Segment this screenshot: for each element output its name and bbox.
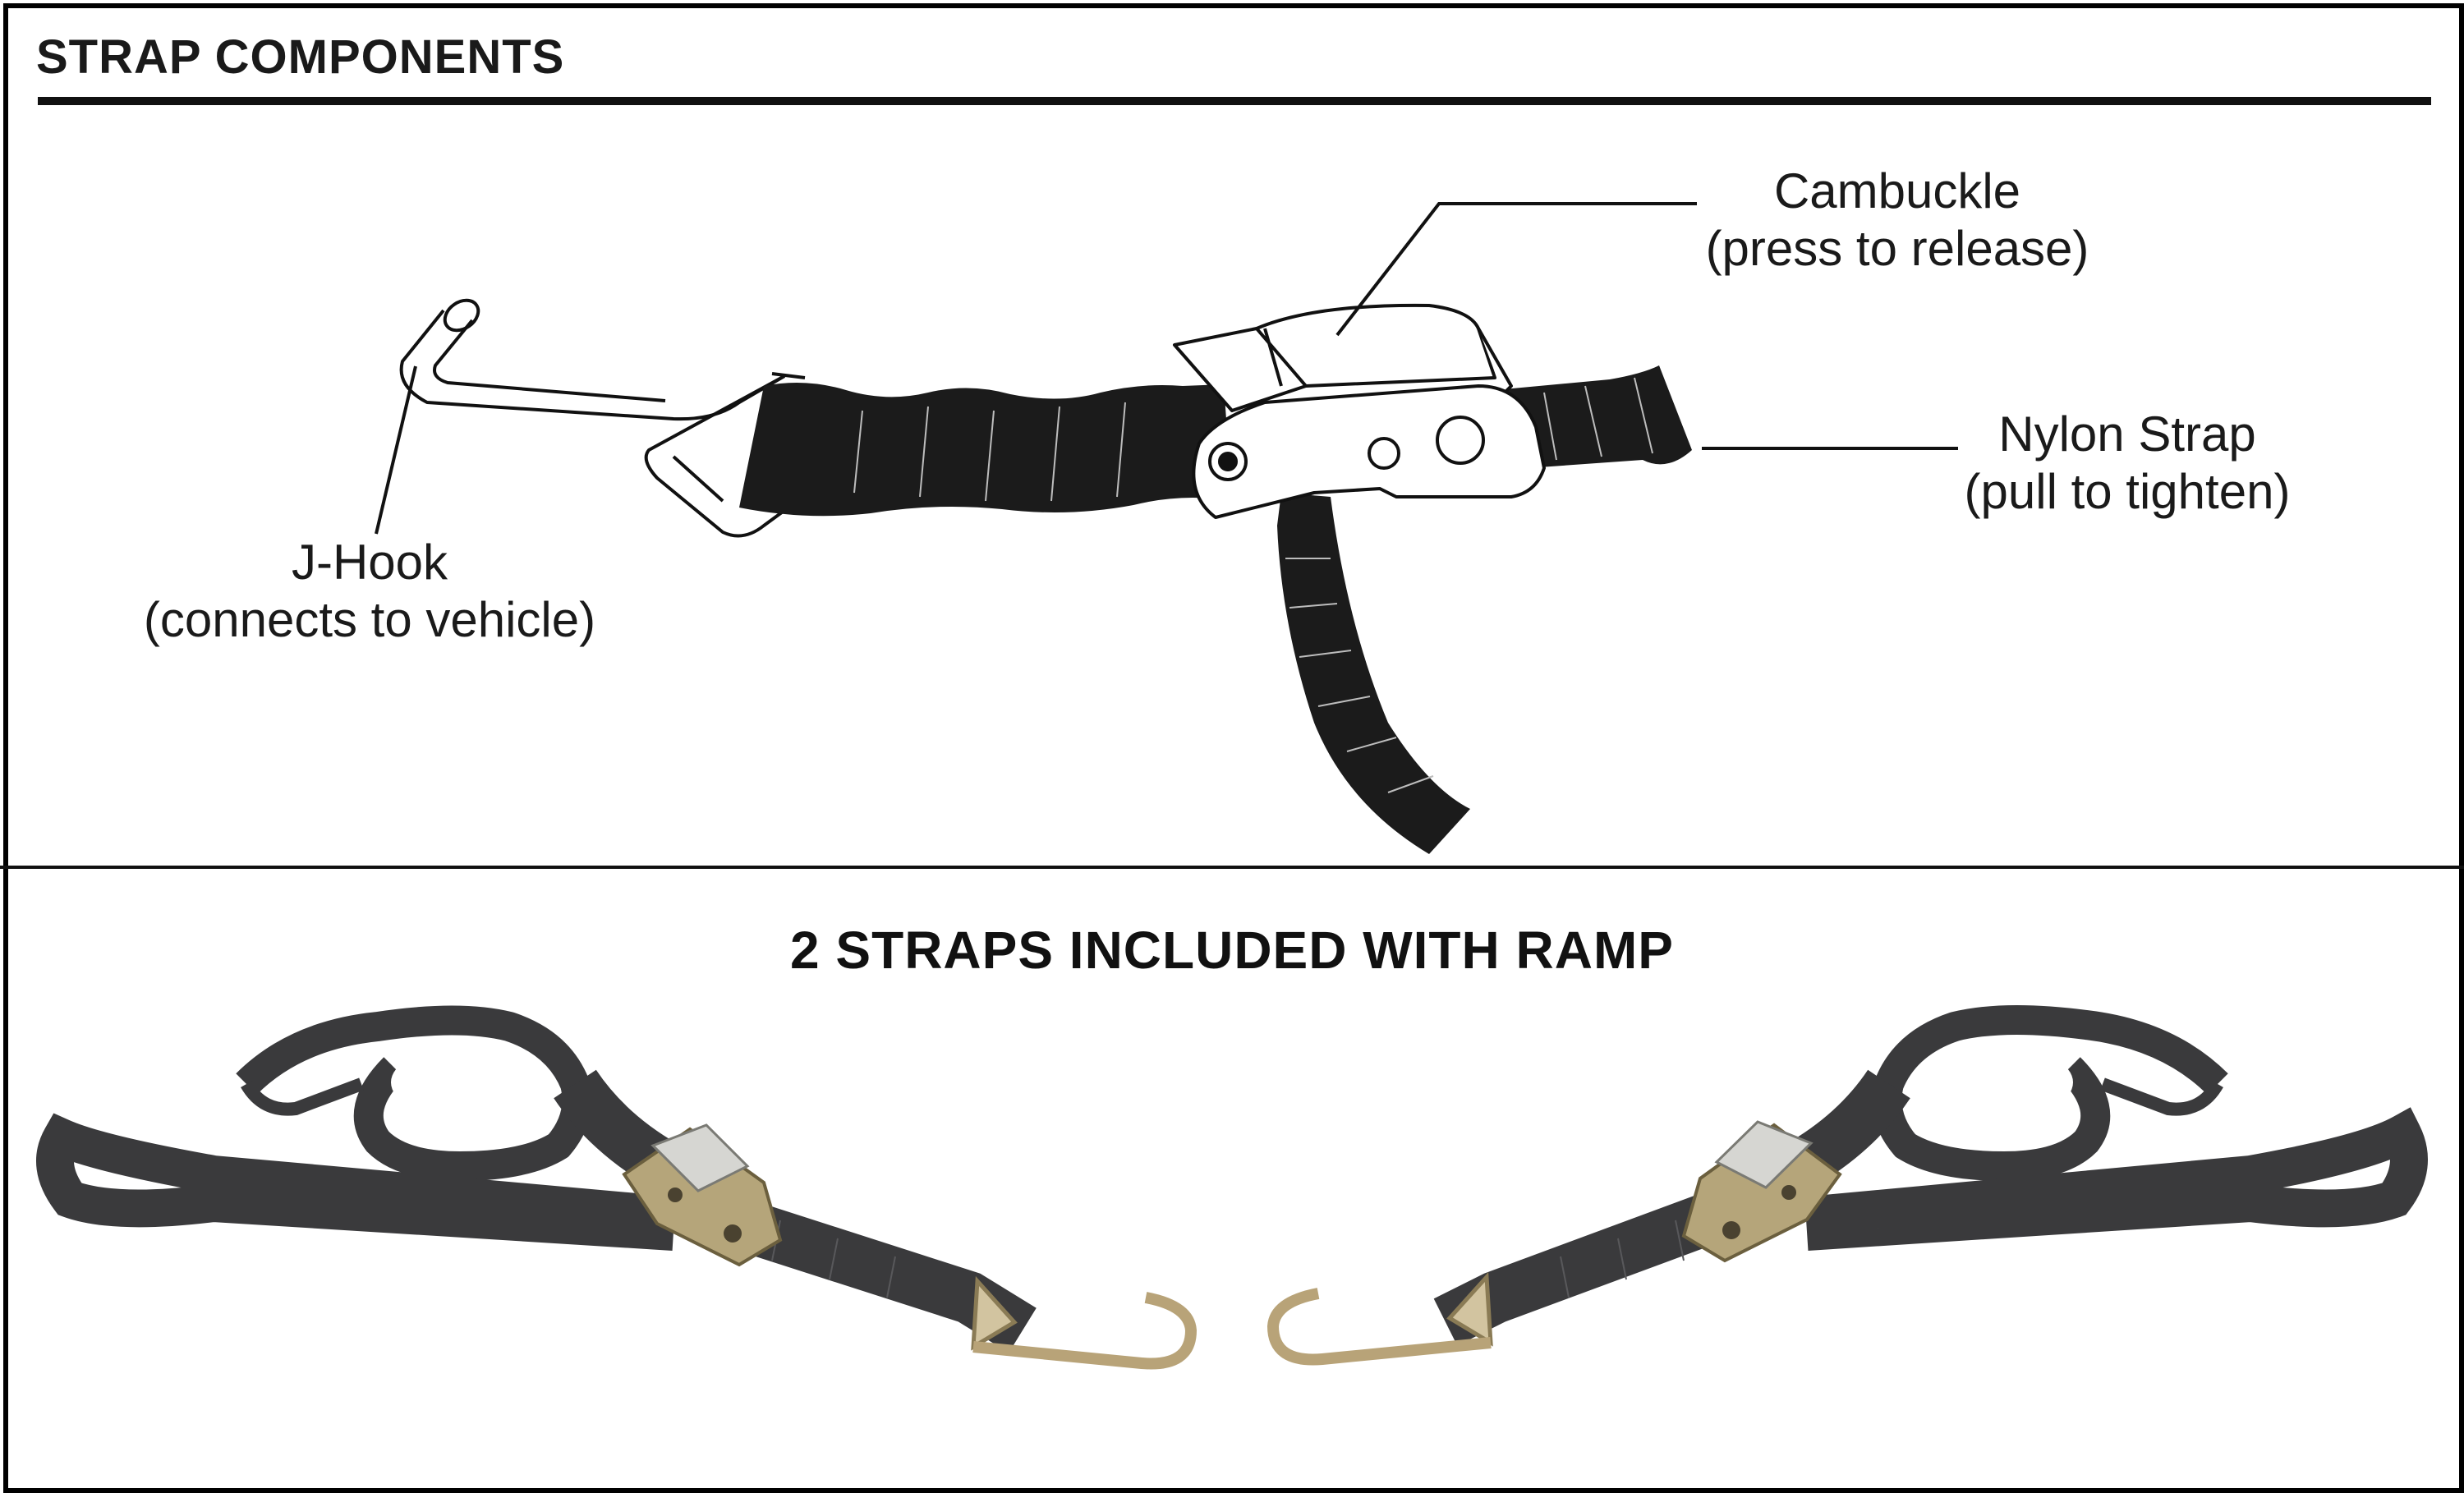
nylon-strap-label: Nylon Strap (pull to tighten) bbox=[1930, 406, 2324, 521]
cambuckle-illustration bbox=[1173, 303, 1546, 519]
left-strap bbox=[36, 1005, 1198, 1370]
j-hook-name: J-Hook bbox=[291, 535, 448, 590]
j-hook-leader-line bbox=[375, 365, 417, 535]
straps-included-title: 2 STRAPS INCLUDED WITH RAMP bbox=[790, 921, 1674, 980]
right-strap bbox=[1266, 1004, 2428, 1366]
callout-lines bbox=[375, 202, 1958, 535]
strap-illustration bbox=[739, 365, 1692, 854]
cambuckle-label: Cambuckle (press to release) bbox=[1676, 163, 2119, 278]
strap-components-diagram bbox=[375, 202, 1958, 854]
page-frame bbox=[3, 3, 2464, 1493]
nylon-strap-note: (pull to tighten) bbox=[1964, 464, 2291, 519]
j-hook-label: J-Hook (connects to vehicle) bbox=[107, 534, 632, 649]
section-title: STRAP COMPONENTS bbox=[36, 30, 565, 84]
j-hook-note: (connects to vehicle) bbox=[143, 592, 596, 647]
section-divider bbox=[0, 866, 2464, 869]
j-hook-illustration bbox=[399, 298, 806, 538]
cambuckle-leader-line bbox=[1335, 202, 1697, 337]
title-underline bbox=[38, 97, 2431, 105]
nylon-strap-name: Nylon Strap bbox=[1998, 407, 2256, 462]
cambuckle-note: (press to release) bbox=[1705, 221, 2089, 276]
cambuckle-name: Cambuckle bbox=[1773, 163, 2021, 218]
